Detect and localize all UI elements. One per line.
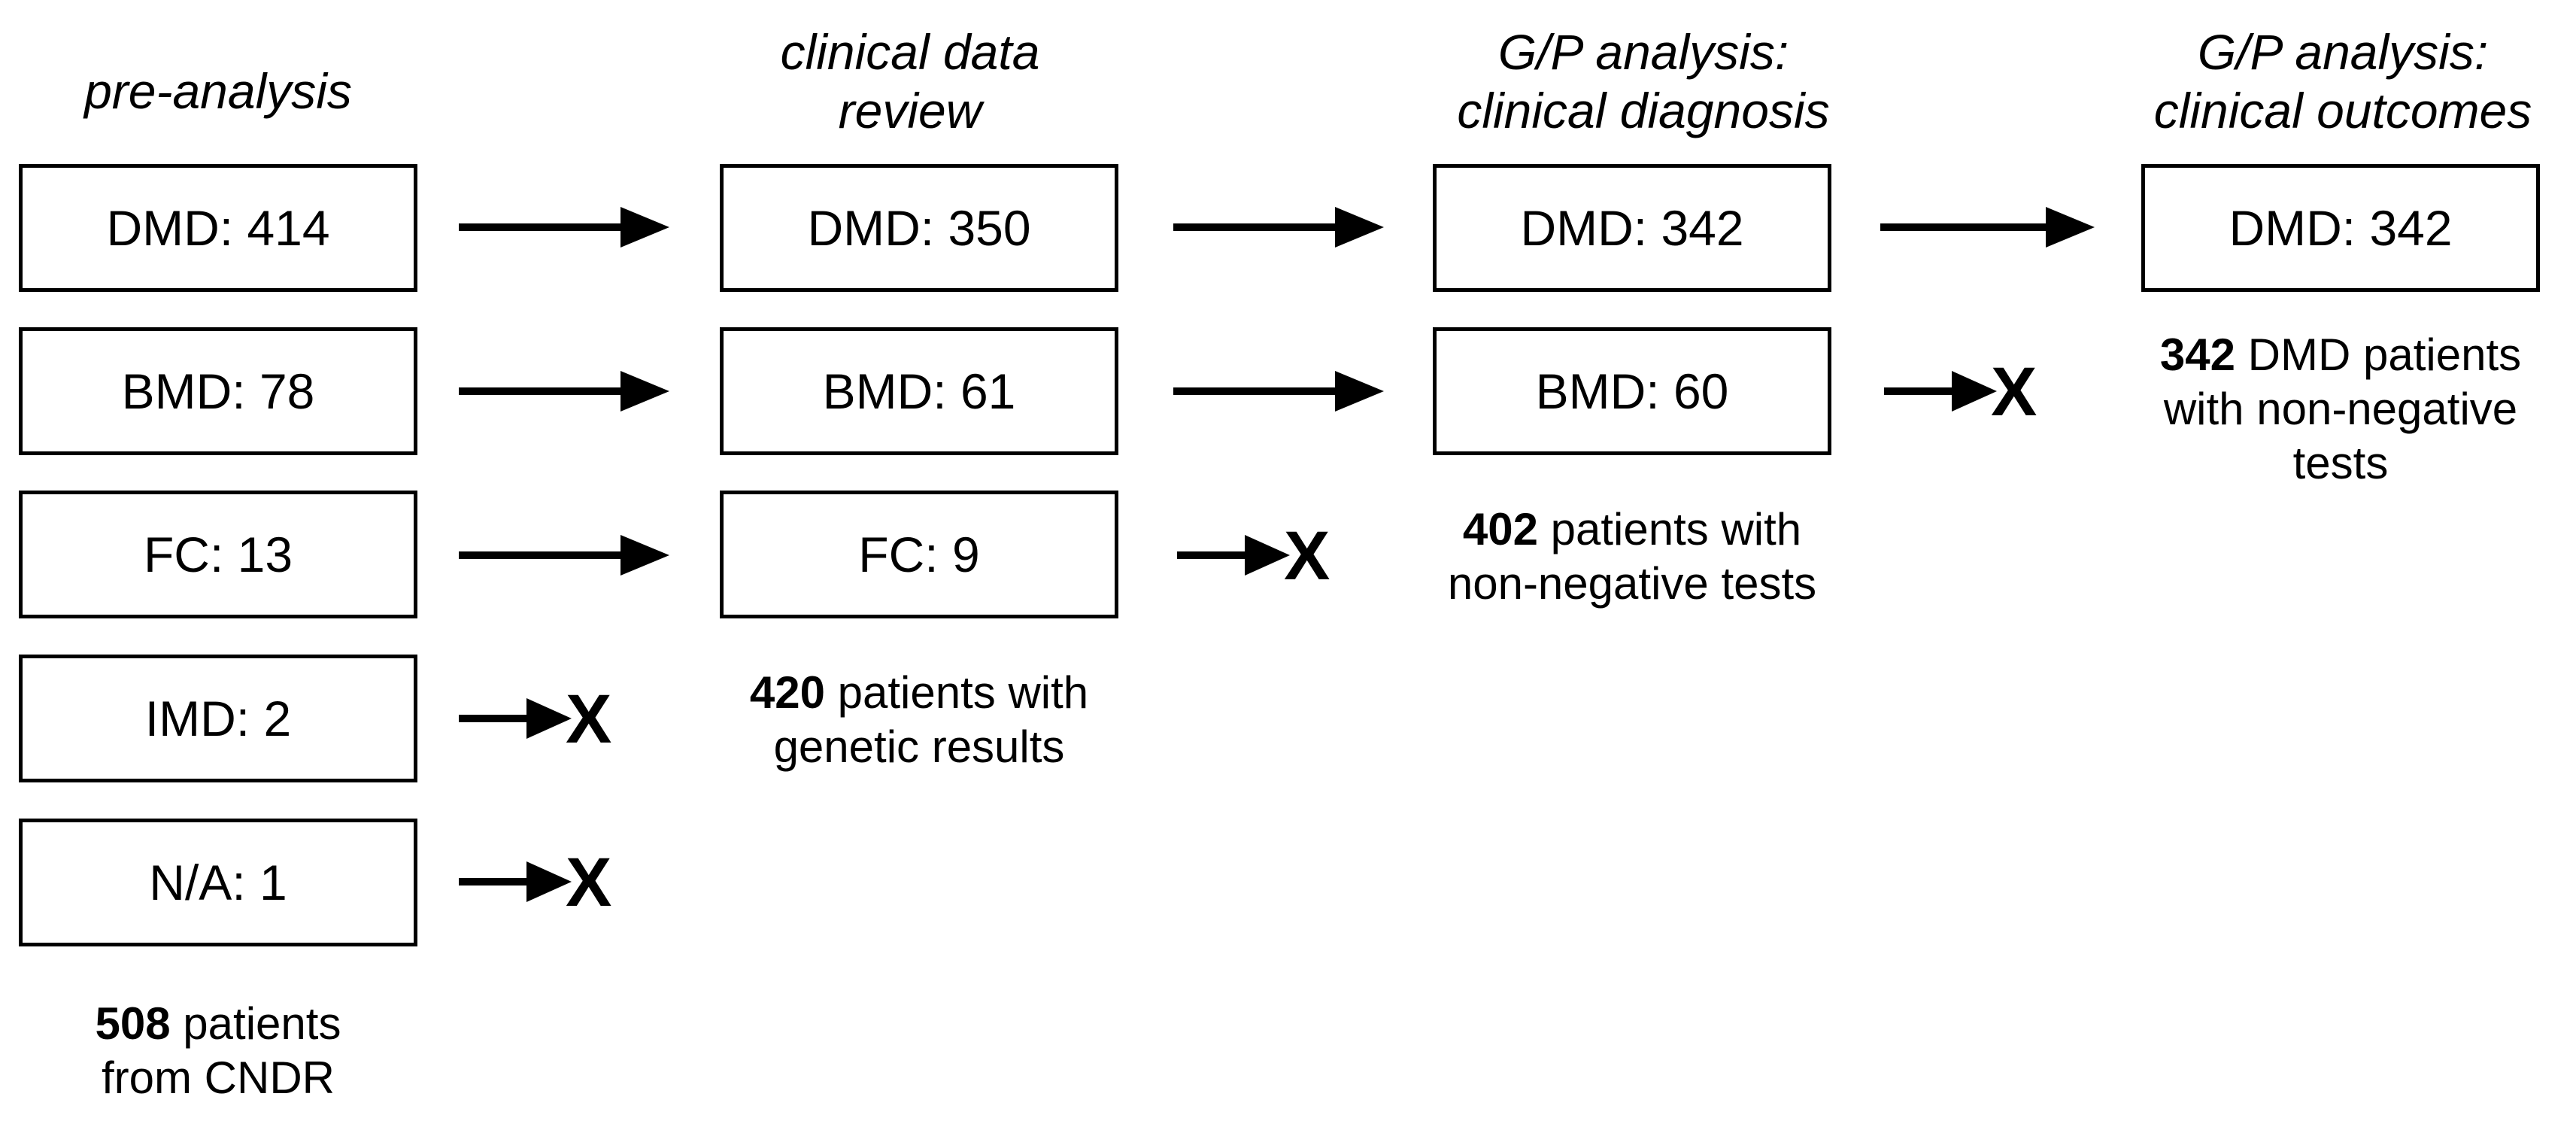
box-diagnosis-bmd: BMD: 60 xyxy=(1433,327,1831,455)
box-count: 342 xyxy=(2369,200,2453,256)
box-label: BMD xyxy=(1535,363,1646,419)
box-label: BMD xyxy=(121,363,232,419)
box-label: FC xyxy=(143,527,210,582)
box-label: N/A xyxy=(149,855,232,910)
exclusion-mark-na: X xyxy=(566,844,612,921)
summary-text: non-negative tests xyxy=(1447,558,1817,609)
summary-text: patients xyxy=(170,998,341,1049)
box-outcomes-dmd: DMD: 342 xyxy=(2141,164,2540,292)
exclusion-mark-imd: X xyxy=(566,681,612,758)
arrow-exclude-imd xyxy=(459,696,572,741)
arrow-pre-dmd xyxy=(459,205,669,250)
box-count: 78 xyxy=(259,363,315,419)
heading-line: pre-analysis xyxy=(84,63,352,119)
heading-line: review xyxy=(838,83,982,138)
summary-count: 420 xyxy=(749,667,825,718)
box-pre-imd: IMD: 2 xyxy=(19,655,417,782)
box-review-dmd: DMD: 350 xyxy=(720,164,1118,292)
arrow-review-bmd xyxy=(1173,369,1384,414)
heading-line: G/P analysis: xyxy=(2197,24,2489,80)
box-pre-na: N/A: 1 xyxy=(19,819,417,946)
heading-pre-analysis: pre-analysis xyxy=(19,62,417,120)
box-count: 1 xyxy=(259,855,287,910)
arrow-exclude-bmd xyxy=(1884,369,1997,414)
box-label: DMD xyxy=(1520,200,1634,256)
summary-clinical-diagnosis: 402 patients with non-negative tests xyxy=(1391,503,1873,611)
summary-text: DMD patients xyxy=(2235,330,2522,380)
heading-clinical-data-review: clinical data review xyxy=(711,23,1109,140)
box-label: DMD xyxy=(2229,200,2342,256)
summary-count: 402 xyxy=(1462,504,1538,554)
summary-count: 342 xyxy=(2159,330,2235,380)
box-review-fc: FC: 9 xyxy=(720,491,1118,618)
arrow-pre-fc xyxy=(459,533,669,578)
summary-clinical-outcomes: 342 DMD patients with non-negative tests xyxy=(2115,328,2566,491)
box-pre-fc: FC: 13 xyxy=(19,491,417,618)
summary-text: genetic results xyxy=(773,721,1065,772)
summary-text: tests xyxy=(2292,438,2389,488)
box-label: DMD xyxy=(106,200,220,256)
box-label: BMD xyxy=(822,363,933,419)
summary-count: 508 xyxy=(95,998,171,1049)
summary-text: patients with xyxy=(1537,504,1802,554)
box-label: FC xyxy=(858,527,925,582)
box-diagnosis-dmd: DMD: 342 xyxy=(1433,164,1831,292)
summary-text: patients with xyxy=(824,667,1089,718)
exclusion-mark-bmd: X xyxy=(1991,354,2037,430)
arrow-exclude-na xyxy=(459,859,572,904)
heading-line: clinical diagnosis xyxy=(1457,83,1830,138)
box-pre-dmd: DMD: 414 xyxy=(19,164,417,292)
arrow-pre-bmd xyxy=(459,369,669,414)
heading-clinical-diagnosis: G/P analysis: clinical diagnosis xyxy=(1399,23,1888,140)
box-count: 60 xyxy=(1673,363,1729,419)
box-count: 350 xyxy=(948,200,1031,256)
heading-line: clinical data xyxy=(780,24,1040,80)
box-count: 2 xyxy=(263,691,292,746)
box-count: 342 xyxy=(1661,200,1744,256)
summary-text: from CNDR xyxy=(102,1053,335,1103)
summary-clinical-review: 420 patients with genetic results xyxy=(682,666,1156,774)
summary-pre-analysis: 508 patients from CNDR xyxy=(19,997,417,1105)
box-count: 13 xyxy=(237,527,293,582)
box-review-bmd: BMD: 61 xyxy=(720,327,1118,455)
box-label: IMD xyxy=(144,691,236,746)
box-count: 414 xyxy=(247,200,330,256)
box-count: 61 xyxy=(960,363,1016,419)
heading-clinical-outcomes: G/P analysis: clinical outcomes xyxy=(2117,23,2568,140)
exclusion-mark-fc: X xyxy=(1284,518,1330,594)
arrow-review-dmd xyxy=(1173,205,1384,250)
heading-line: clinical outcomes xyxy=(2153,83,2532,138)
arrow-exclude-fc xyxy=(1177,533,1290,578)
box-label: DMD xyxy=(807,200,921,256)
arrow-diagnosis-dmd xyxy=(1880,205,2095,250)
box-pre-bmd: BMD: 78 xyxy=(19,327,417,455)
summary-text: with non-negative xyxy=(2163,384,2518,434)
box-count: 9 xyxy=(951,527,980,582)
heading-line: G/P analysis: xyxy=(1497,24,1789,80)
